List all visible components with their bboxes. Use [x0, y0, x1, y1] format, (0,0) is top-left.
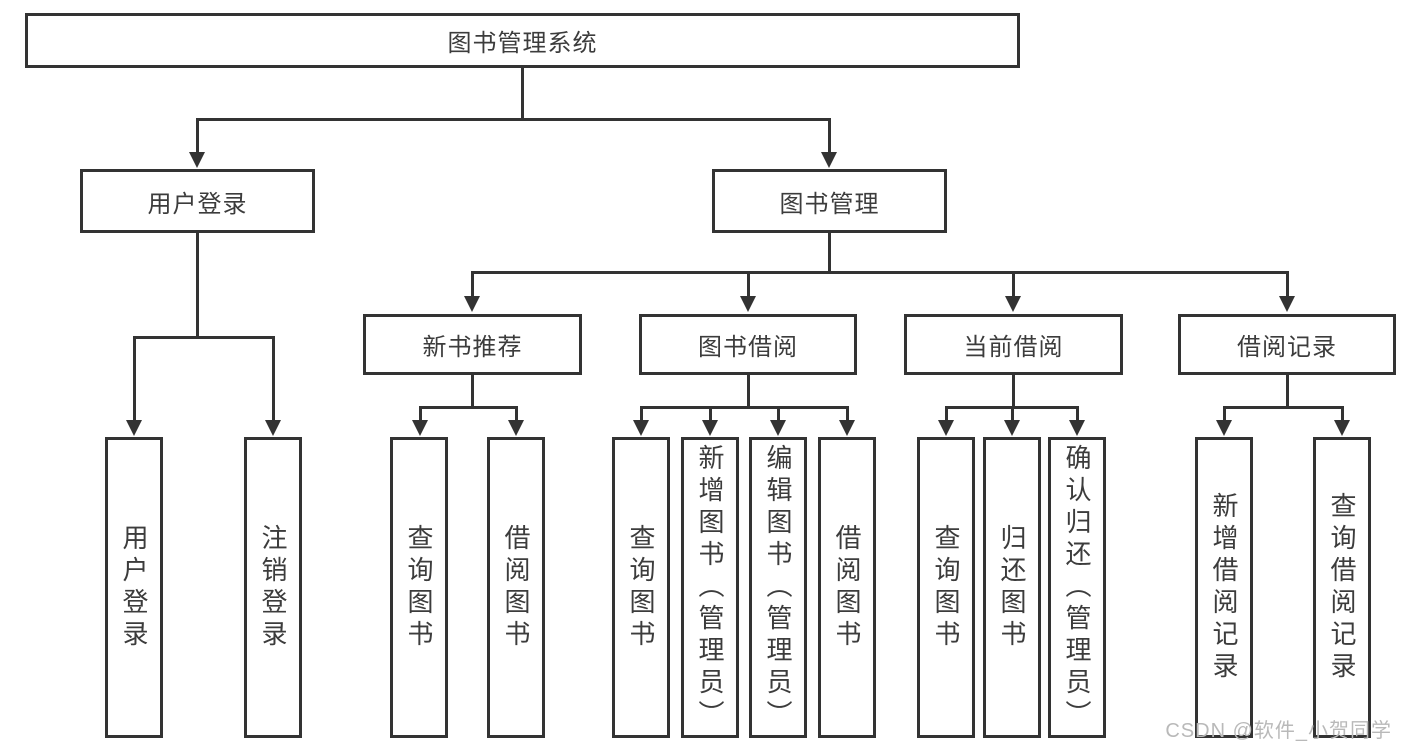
csdn-watermark: CSDN @软件_小贺同学: [1165, 720, 1392, 742]
leaf-label: 查询图书: [931, 523, 961, 652]
leaf-label: 查询借阅记录: [1327, 491, 1357, 684]
leaf-label: 确认归还（管理员）: [1062, 443, 1092, 732]
leaf-label: 归还图书: [997, 523, 1027, 652]
connector-newbook-shaft-1: [419, 406, 422, 422]
leaf-borrow-books-recommend: 借阅图书: [487, 437, 545, 738]
connector-root-split: [196, 118, 831, 121]
leaf-label: 新增借阅记录: [1209, 491, 1239, 684]
connector-bookmgmt-shaft-2: [747, 271, 750, 298]
node-new-book-recommend: 新书推荐: [363, 314, 582, 375]
connector-root-stem: [521, 68, 524, 118]
leaf-label: 新增图书（管理员）: [695, 443, 725, 732]
arrow-down-icon: [821, 152, 837, 168]
connector-bookmgmt-shaft-1: [471, 271, 474, 298]
connector-borrowing-shaft-1: [640, 406, 643, 422]
connector-newbook-stem: [471, 375, 474, 406]
node-book-management: 图书管理: [712, 169, 947, 233]
leaf-add-books-admin: 新增图书（管理员）: [681, 437, 739, 738]
node-book-borrowing: 图书借阅: [639, 314, 857, 375]
connector-borrowing-shaft-3: [777, 406, 780, 422]
arrow-down-icon: [265, 420, 281, 436]
connector-records-shaft-2: [1341, 406, 1344, 422]
arrow-down-icon: [1069, 420, 1085, 436]
connector-borrowing-shaft-4: [846, 406, 849, 422]
leaf-query-borrow-record: 查询借阅记录: [1313, 437, 1371, 738]
leaf-edit-books-admin: 编辑图书（管理员）: [749, 437, 807, 738]
connector-bookmgmt-split: [471, 271, 1288, 274]
leaf-label: 编辑图书（管理员）: [763, 443, 793, 732]
arrow-down-icon: [464, 296, 480, 312]
leaf-add-borrow-record: 新增借阅记录: [1195, 437, 1253, 738]
leaf-logout: 注销登录: [244, 437, 302, 738]
connector-borrowing-stem: [747, 375, 750, 406]
node-current-borrowing: 当前借阅: [904, 314, 1123, 375]
arrow-down-icon: [740, 296, 756, 312]
connector-current-shaft-2: [1011, 406, 1014, 422]
connector-bookmgmt-shaft-4: [1286, 271, 1289, 298]
leaf-label: 注销登录: [258, 523, 288, 652]
connector-userlogin-right-shaft: [272, 336, 275, 422]
leaf-label: 查询图书: [626, 523, 656, 652]
leaf-query-books-recommend: 查询图书: [390, 437, 448, 738]
node-library-system: 图书管理系统: [25, 13, 1020, 68]
leaf-label: 借阅图书: [832, 523, 862, 652]
leaf-label: 查询图书: [404, 523, 434, 652]
arrow-down-icon: [1004, 420, 1020, 436]
arrow-down-icon: [126, 420, 142, 436]
connector-current-shaft-3: [1076, 406, 1079, 422]
connector-borrowing-split: [640, 406, 849, 409]
node-user-login: 用户登录: [80, 169, 315, 233]
connector-records-stem: [1286, 375, 1289, 406]
arrow-down-icon: [633, 420, 649, 436]
leaf-return-books: 归还图书: [983, 437, 1041, 738]
connector-records-shaft-1: [1223, 406, 1226, 422]
connector-userlogin-left-shaft: [133, 336, 136, 422]
node-borrow-records: 借阅记录: [1178, 314, 1396, 375]
connector-current-stem: [1012, 375, 1015, 406]
arrow-down-icon: [702, 420, 718, 436]
connector-root-left-shaft: [196, 118, 199, 154]
connector-userlogin-stem: [196, 233, 199, 336]
leaf-confirm-return-admin: 确认归还（管理员）: [1048, 437, 1106, 738]
arrow-down-icon: [508, 420, 524, 436]
leaf-borrow-books-borrowing: 借阅图书: [818, 437, 876, 738]
connector-borrowing-shaft-2: [709, 406, 712, 422]
arrow-down-icon: [189, 152, 205, 168]
connector-root-right-shaft: [828, 118, 831, 154]
arrow-down-icon: [1005, 296, 1021, 312]
leaf-label: 用户登录: [119, 523, 149, 652]
connector-userlogin-split: [133, 336, 275, 339]
arrow-down-icon: [770, 420, 786, 436]
leaf-query-books-borrowing: 查询图书: [612, 437, 670, 738]
leaf-label: 借阅图书: [501, 523, 531, 652]
arrow-down-icon: [938, 420, 954, 436]
connector-current-shaft-1: [945, 406, 948, 422]
arrow-down-icon: [1216, 420, 1232, 436]
leaf-query-books-current: 查询图书: [917, 437, 975, 738]
arrow-down-icon: [1279, 296, 1295, 312]
connector-newbook-split: [419, 406, 517, 409]
connector-bookmgmt-stem: [828, 233, 831, 271]
connector-newbook-shaft-2: [515, 406, 518, 422]
arrow-down-icon: [839, 420, 855, 436]
arrow-down-icon: [1334, 420, 1350, 436]
leaf-user-login: 用户登录: [105, 437, 163, 738]
connector-bookmgmt-shaft-3: [1012, 271, 1015, 298]
arrow-down-icon: [412, 420, 428, 436]
connector-records-split: [1223, 406, 1344, 409]
